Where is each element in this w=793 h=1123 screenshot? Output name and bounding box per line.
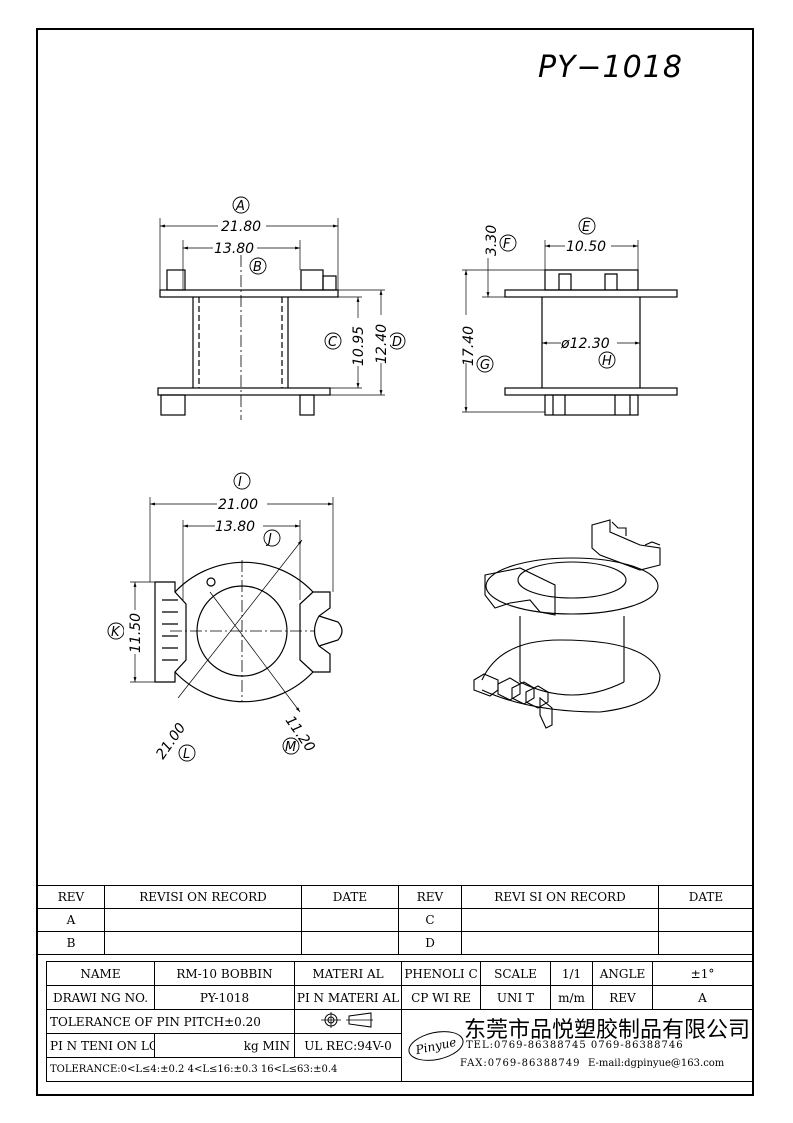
revision-table: REV REVISI ON RECORD DATE REV REVI SI ON…: [37, 885, 754, 955]
revision-record-header-2: REVI SI ON RECORD: [461, 885, 659, 909]
title-row-5: TOLERANCE:0<L≤4:±0.2 4<L≤16:±0.3 16<L≤63…: [46, 1057, 753, 1082]
rev-cell: A: [37, 908, 105, 932]
drawing-no-value: PY-1018: [154, 985, 295, 1010]
drawing-no-label: DRAWI NG NO.: [46, 985, 155, 1010]
record-cell: [461, 931, 659, 955]
balloon-b-label: B: [253, 260, 262, 275]
balloon-k-label: K: [111, 625, 121, 640]
part-number: PY−1018: [538, 50, 683, 85]
name-value: RM-10 BOBBIN: [154, 961, 295, 986]
top-view: [107, 472, 343, 762]
balloon-a-label: A: [235, 199, 245, 214]
revision-record-header: REVISI ON RECORD: [104, 885, 302, 909]
front-dim-b-text: 13.80: [214, 241, 254, 257]
top-dim-i-text: 21.00: [218, 497, 258, 513]
company-email: E-mail:dgpinyue@163.com: [588, 1058, 725, 1069]
date-cell: [658, 908, 754, 932]
title-row-1: NAME RM-10 BOBBIN MATERI AL PHENOLI C SC…: [46, 961, 753, 986]
isometric-view: [473, 519, 661, 729]
side-view-text: 10.50 3.30 17.40 ø12.30 E F G H: [457, 220, 617, 373]
pin-tension-label: PI N TENI ON LOAD: [46, 1033, 155, 1058]
revision-row: B D: [37, 931, 754, 955]
balloon-j-label: J: [265, 532, 272, 547]
sheet-border: [36, 28, 754, 1096]
rev-value: A: [652, 985, 753, 1010]
date-cell: [301, 931, 399, 955]
title-block: NAME RM-10 BOBBIN MATERI AL PHENOLI C SC…: [46, 961, 753, 1082]
projection-icon: [321, 1012, 373, 1028]
balloon-c-label: C: [328, 335, 338, 350]
side-dim-f-text: 3.30: [484, 225, 500, 256]
rev-cell: D: [398, 931, 462, 955]
rev-label: REV: [592, 985, 653, 1010]
front-view-text: 21.80 13.80 10.95 12.40 A B C D: [213, 199, 402, 366]
rev-header: REV: [37, 885, 105, 909]
angle-value: ±1°: [652, 961, 753, 986]
date-cell: [301, 908, 399, 932]
top-dim-j-text: 13.80: [215, 519, 255, 535]
balloon-f-label: F: [503, 237, 511, 252]
technical-drawing: 21.80 13.80 10.95 12.40 A B C D: [107, 196, 678, 762]
pin-tension-unit: kg MIN: [154, 1033, 295, 1058]
unit-value: m/m: [550, 985, 593, 1010]
company-logo: Pinyue: [405, 1026, 467, 1066]
side-dim-g-text: 17.40: [461, 326, 477, 366]
unit-label: UNI T: [480, 985, 551, 1010]
pin-material-value: CP WI RE: [401, 985, 481, 1010]
company-fax: FAX:0769-86388749: [460, 1058, 581, 1069]
rev-header-2: REV: [398, 885, 462, 909]
date-header: DATE: [301, 885, 399, 909]
side-dim-e-text: 10.50: [566, 239, 606, 255]
front-dim-d-text: 12.40: [374, 324, 390, 364]
balloon-m-label: M: [285, 740, 296, 755]
ul-rec: UL REC:94V-0: [294, 1033, 402, 1058]
title-row-2: DRAWI NG NO. PY-1018 PI N MATERI AL CP W…: [46, 985, 753, 1010]
balloon-l-label: L: [183, 747, 190, 762]
pin-pitch-tolerance: TOLERANCE OF PIN PITCH±0.20: [46, 1009, 295, 1034]
revision-header-row: REV REVISI ON RECORD DATE REV REVI SI ON…: [37, 885, 754, 909]
company-tel: TEL:0769-86388745 0769-86388746: [466, 1040, 684, 1051]
material-label: MATERI AL: [294, 961, 402, 986]
angle-label: ANGLE: [592, 961, 653, 986]
front-view: [157, 196, 406, 420]
top-dim-k-text: 11.50: [128, 613, 144, 653]
balloon-g-label: G: [480, 358, 490, 373]
general-tolerance: TOLERANCE:0<L≤4:±0.2 4<L≤16:±0.3 16<L≤63…: [46, 1057, 402, 1082]
revision-row: A C: [37, 908, 754, 932]
material-value: PHENOLI C: [401, 961, 481, 986]
scale-value: 1/1: [550, 961, 593, 986]
rev-cell: B: [37, 931, 105, 955]
balloon-h-label: H: [602, 354, 612, 369]
record-cell: [104, 908, 302, 932]
pin-material-label: PI N MATERI AL: [294, 985, 402, 1010]
company-name: 东莞市品悦塑胶制品有限公司: [464, 1018, 751, 1043]
rev-cell: C: [398, 908, 462, 932]
balloon-e-label: E: [582, 220, 591, 235]
front-dim-a-text: 21.80: [221, 219, 261, 235]
date-cell: [658, 931, 754, 955]
record-cell: [104, 931, 302, 955]
company-block: Pinyue 东莞市品悦塑胶制品有限公司 TEL:0769-86388745 0…: [401, 1009, 753, 1082]
front-dim-c-text: 10.95: [351, 326, 367, 366]
logo-text: Pinyue: [414, 1034, 458, 1058]
scale-label: SCALE: [480, 961, 551, 986]
name-label: NAME: [46, 961, 155, 986]
date-header-2: DATE: [658, 885, 754, 909]
balloon-d-label: D: [392, 335, 402, 350]
title-row-3: TOLERANCE OF PIN PITCH±0.20 Pinyue 东莞市品悦…: [46, 1009, 753, 1082]
projection-symbol: [294, 1009, 402, 1034]
side-dim-h-text: ø12.30: [560, 336, 610, 352]
record-cell: [461, 908, 659, 932]
balloon-i-label: I: [238, 475, 242, 490]
top-view-text: 21.00 13.80 11.50 21.00 11.20 I J K L M: [111, 475, 318, 762]
